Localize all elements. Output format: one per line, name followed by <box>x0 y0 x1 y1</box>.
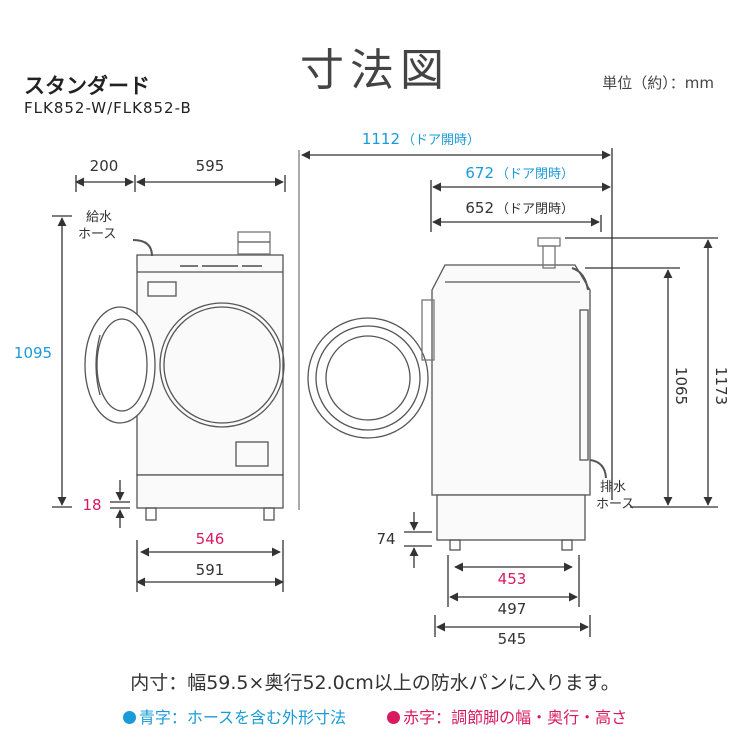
blue-dot-icon <box>122 711 136 724</box>
dim-depth-open-total: 1112 <box>362 130 400 148</box>
drain-hose-label-2: ホース <box>596 497 634 512</box>
dim-base-width: 591 <box>196 561 225 579</box>
legend-blue: 青字：ホースを含む外形寸法 <box>122 708 346 727</box>
dim-depth-closed: 652 <box>465 199 494 217</box>
water-hose-label-1: 給水 <box>86 210 112 225</box>
water-hose-label-2: ホース <box>78 227 116 242</box>
dim-depth-open-mid: 672 <box>465 164 494 182</box>
legend-red: 赤字：調節脚の幅・奥行・高さ <box>369 708 627 727</box>
unit-label: 単位（約）：mm <box>602 74 714 92</box>
dim-side-height-total: 1173 <box>712 367 730 405</box>
dim-front-height: 1095 <box>14 344 52 362</box>
color-legend: 青字：ホースを含む外形寸法 赤字：調節脚の幅・奥行・高さ <box>0 704 750 728</box>
front-dimensions <box>52 175 286 592</box>
model-code: FLK852-W/FLK852-B <box>24 99 192 117</box>
dim-body-width: 595 <box>196 157 225 175</box>
dim-base-height: 74 <box>376 530 395 548</box>
dim-foot-width: 546 <box>196 530 225 548</box>
front-view <box>84 231 285 521</box>
dim-base-depth-1: 497 <box>498 600 527 618</box>
dim-depth-open-total-suffix: （ドア開時） <box>402 133 480 148</box>
pan-size-note: 内寸：幅59.5×奥行52.0cm以上の防水パンに入ります。 <box>130 672 620 694</box>
dim-door-width: 200 <box>90 157 119 175</box>
dim-foot-depth: 453 <box>498 570 527 588</box>
red-dot-icon <box>387 711 401 724</box>
dim-depth-closed-suffix: （ドア閉時） <box>496 202 574 217</box>
side-view <box>307 237 607 551</box>
page-title: 寸法図 <box>300 45 450 96</box>
model-name: スタンダード <box>24 74 150 98</box>
dim-foot-height: 18 <box>82 496 101 514</box>
drain-hose-label-1: 排水 <box>600 480 626 495</box>
dim-depth-open-mid-suffix: （ドア閉時） <box>496 167 574 182</box>
dim-side-height: 1065 <box>672 367 690 405</box>
side-dimensions <box>301 148 718 637</box>
dim-base-depth-2: 545 <box>498 630 527 648</box>
